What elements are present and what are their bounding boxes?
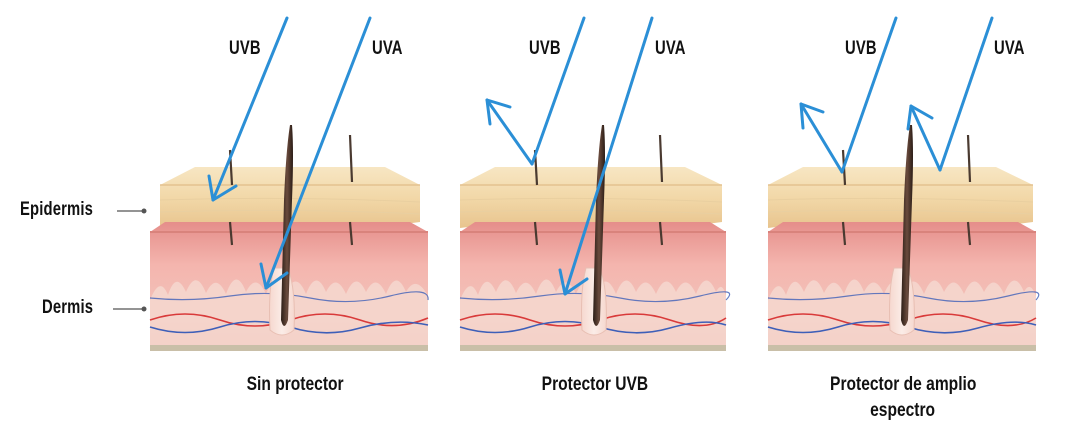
hair-follicle — [889, 125, 915, 336]
skin-panel-protector-uvb — [459, 125, 731, 351]
uvb-label-panel-3: UVB — [845, 38, 877, 59]
uva-ray-penetrating — [259, 16, 372, 290]
uva-label-panel-2: UVA — [655, 38, 686, 59]
uva-label-panel-1: UVA — [372, 38, 403, 59]
epidermis-layer — [459, 167, 723, 229]
uvb-label-panel-1: UVB — [229, 38, 261, 59]
caption-panel-1: Sin protector — [170, 372, 420, 398]
epidermis-label: Epidermis — [20, 199, 94, 220]
uvb-ray-reflected — [485, 16, 586, 166]
caption-panel-3-line1: Protector de amplio — [829, 374, 977, 395]
uvb-ray-penetrating — [207, 16, 289, 202]
skin-panel-sin-protector — [149, 125, 429, 351]
dermis-pointer — [113, 306, 147, 312]
caption-panel-2: Protector UVB — [470, 372, 720, 398]
uva-ray-reflected — [906, 16, 994, 172]
skin-panel-amplio-espectro — [767, 125, 1040, 351]
uvb-label-panel-2: UVB — [529, 38, 561, 59]
caption-panel-3-line2: espectro — [870, 400, 936, 421]
caption-panel-1-line1: Sin protector — [246, 374, 344, 395]
uvb-ray-reflected — [799, 16, 898, 174]
caption-panel-3: Protector de amplio espectro — [768, 372, 1038, 424]
uva-label-panel-3: UVA — [994, 38, 1025, 59]
uva-ray-penetrating — [558, 16, 654, 296]
epidermis-pointer — [117, 208, 147, 214]
caption-panel-2-line1: Protector UVB — [541, 374, 649, 395]
uv-rays — [207, 16, 994, 296]
epidermis-layer — [767, 167, 1034, 229]
dermis-label: Dermis — [42, 297, 94, 318]
